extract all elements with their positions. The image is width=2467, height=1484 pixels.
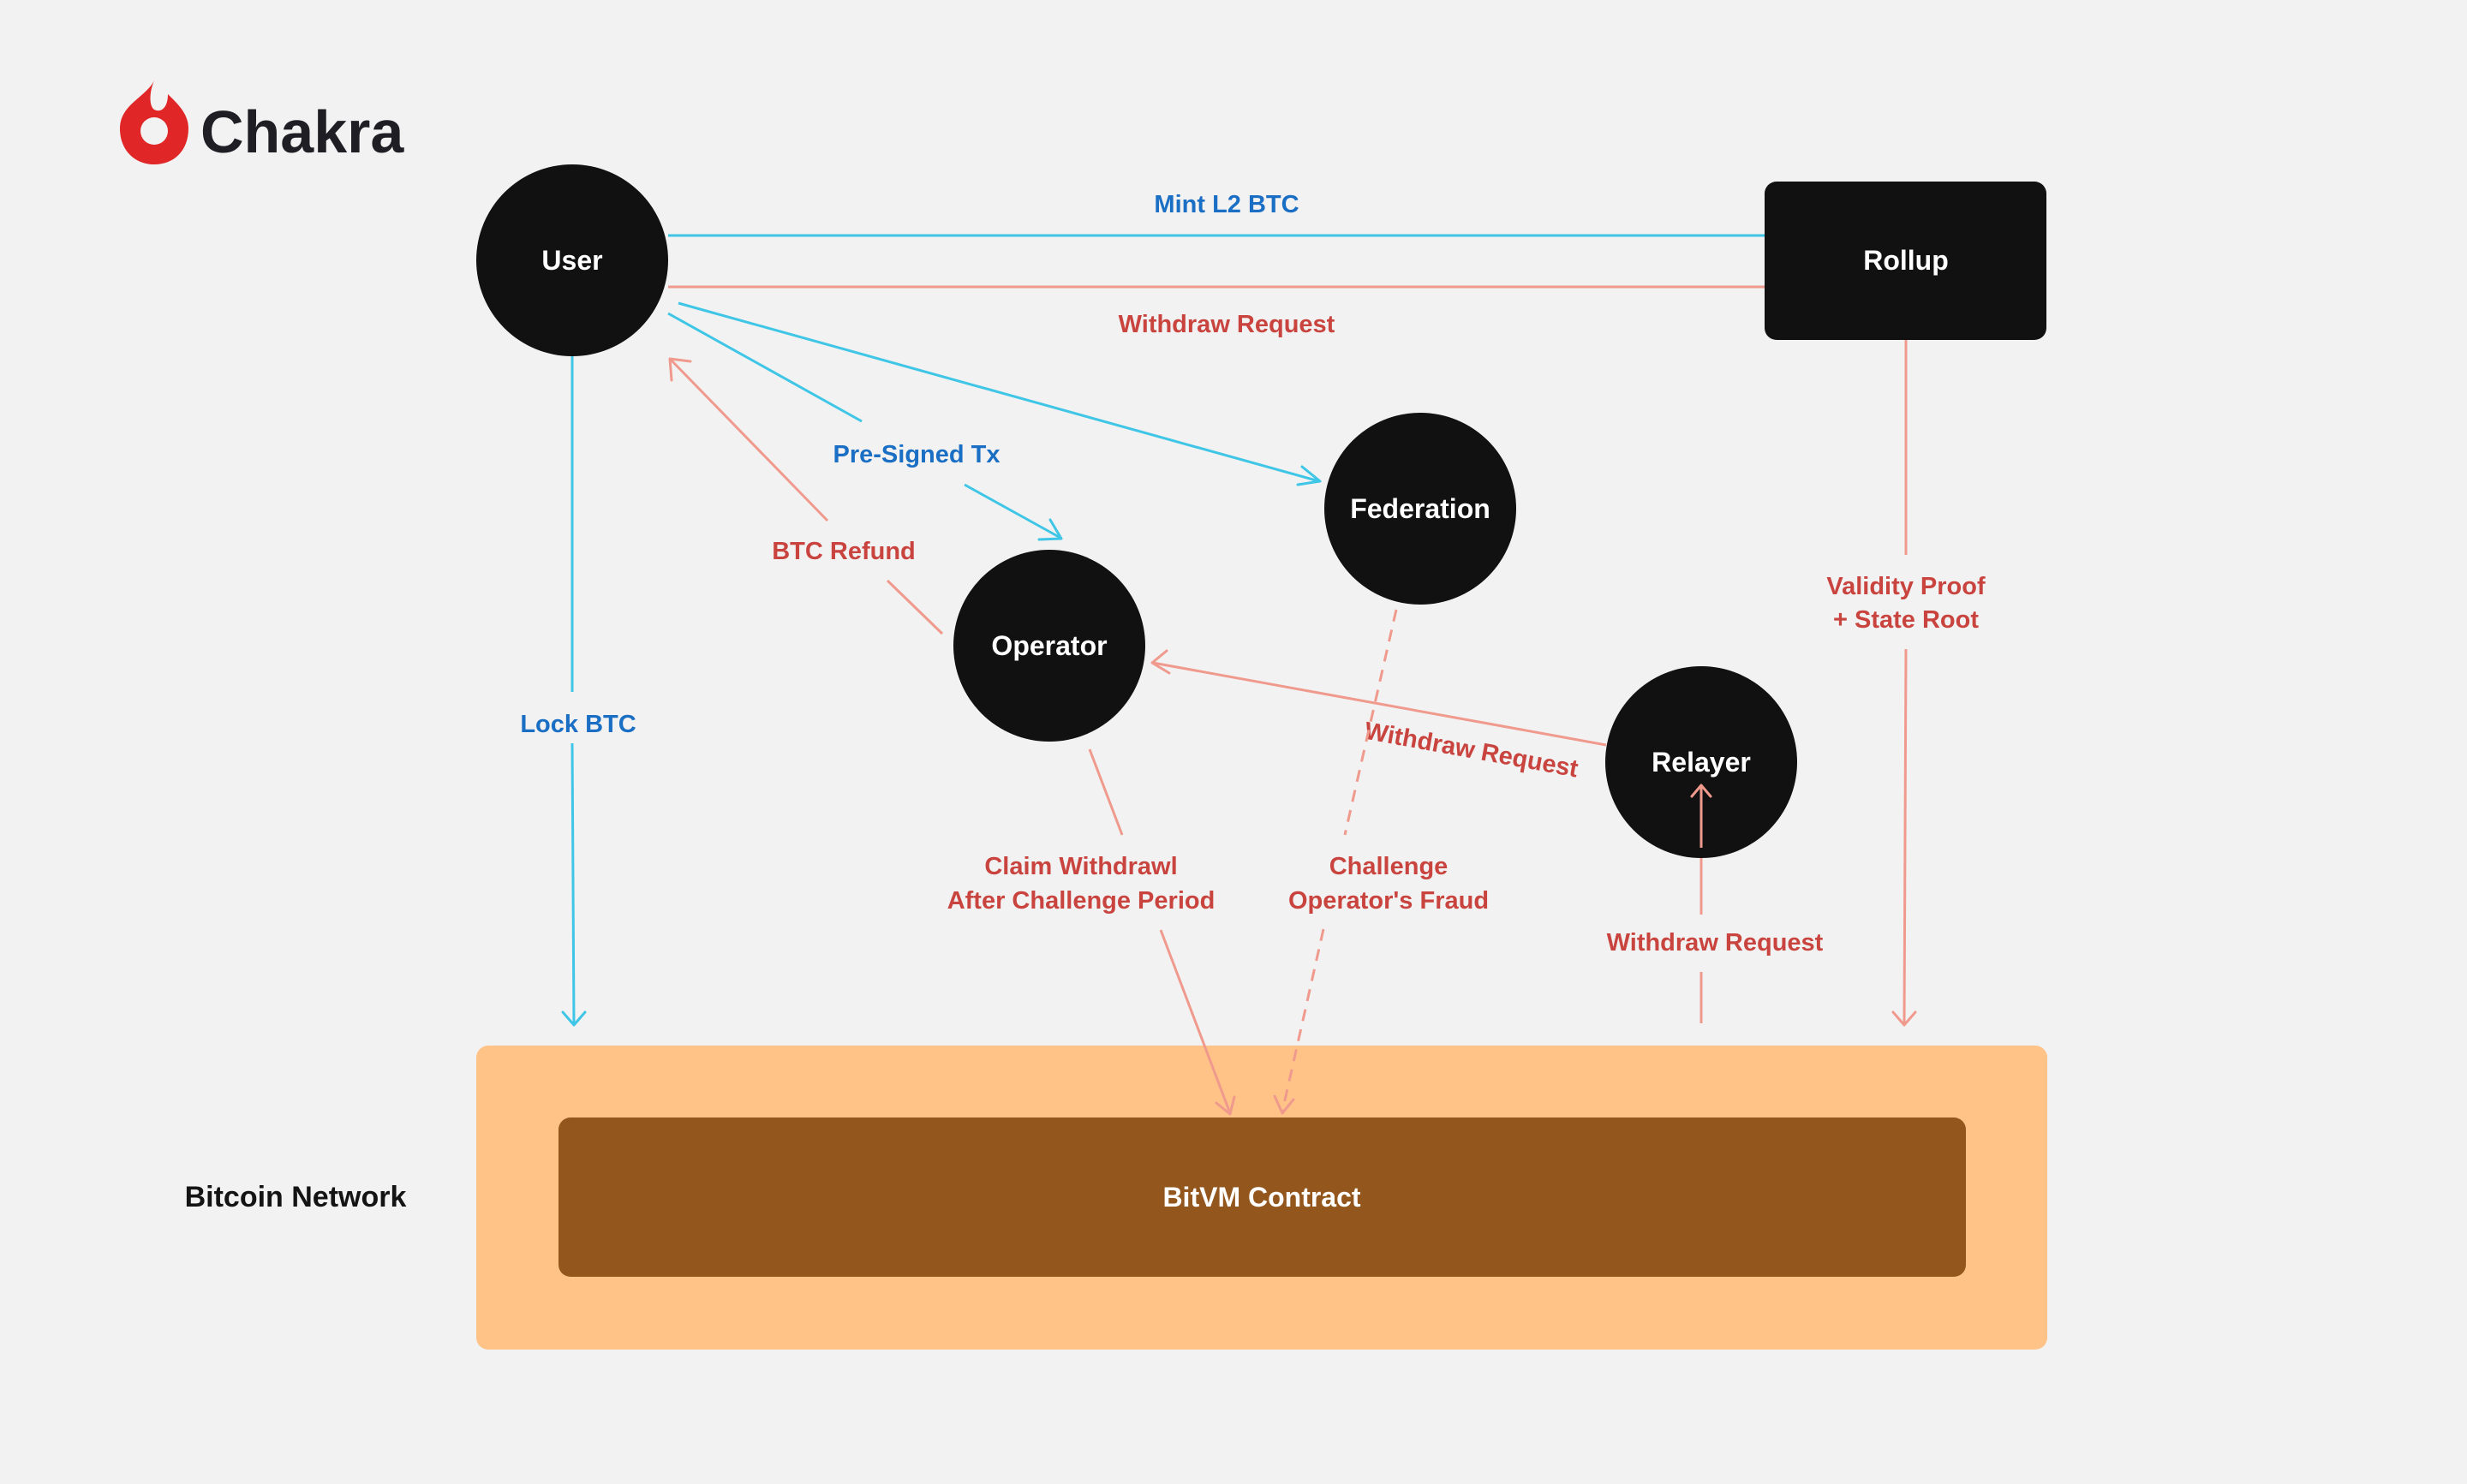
lock-btc-edge-lower <box>570 742 576 1025</box>
relayer-to-operator-edge <box>1152 661 1607 747</box>
rollup-node[interactable]: Rollup <box>1765 182 2046 340</box>
federation-node[interactable]: Federation <box>1324 413 1516 605</box>
challenge-edge-lower <box>1281 928 1325 1112</box>
lock-btc-label: Lock BTC <box>520 711 636 738</box>
btc-refund-edge-lower <box>886 579 944 635</box>
brand-name: Chakra <box>200 98 404 165</box>
claim-withdrawl-arrowhead <box>1215 1095 1236 1116</box>
challenge-label-line1: Challenge <box>1329 853 1449 880</box>
withdraw-request-relayer-label: Withdraw Request <box>1362 718 1580 784</box>
federation-circle <box>1324 413 1516 605</box>
federation-label: Federation <box>1350 493 1490 524</box>
user-label: User <box>541 245 602 276</box>
operator-circle <box>953 550 1145 742</box>
relayer-to-operator-arrowhead <box>1150 649 1171 675</box>
withdraw-request-top-label: Withdraw Request <box>1119 311 1335 338</box>
bitvm-to-relayer-arrowhead-inner <box>1690 784 1712 798</box>
btc-refund-edge-upper <box>669 358 829 522</box>
bitvm-contract-box[interactable] <box>559 1117 1966 1277</box>
claim-withdrawl-edge-lower <box>1159 929 1232 1114</box>
pre-signed-tx-edge-upper <box>667 312 863 423</box>
mint-l2-btc-label: Mint L2 BTC <box>1154 191 1299 218</box>
pre-signed-tx-label: Pre-Signed Tx <box>833 441 1001 468</box>
bitcoin-network-label: Bitcoin Network <box>185 1181 407 1213</box>
user-node[interactable]: User <box>476 164 668 356</box>
challenge-edge-upper <box>1343 609 1398 836</box>
challenge-label-line2: Operator's Fraud <box>1288 887 1489 915</box>
validity-proof-edge-lower <box>1903 648 1908 1025</box>
validity-proof-label-line2: + State Root <box>1833 606 1979 634</box>
lock-btc-arrowhead <box>561 1010 587 1027</box>
pre-signed-tx-arrowhead <box>1037 518 1063 541</box>
relayer-label: Relayer <box>1652 747 1751 778</box>
user-circle <box>476 164 668 356</box>
claim-withdrawl-label-line2: After Challenge Period <box>947 887 1216 915</box>
validity-proof-label-line1: Validity Proof <box>1826 573 1986 600</box>
bitvm-contract-label: BitVM Contract <box>1162 1182 1360 1213</box>
operator-node[interactable]: Operator <box>953 550 1145 742</box>
challenge-arrowhead <box>1273 1094 1295 1115</box>
relayer-circle <box>1605 666 1797 858</box>
operator-label: Operator <box>991 630 1107 661</box>
relayer-node[interactable]: Relayer <box>1605 666 1797 858</box>
rollup-box <box>1765 182 2046 340</box>
user-to-federation-arrowhead <box>1296 465 1322 486</box>
btc-refund-arrowhead <box>668 357 692 382</box>
flame-drop-icon <box>120 80 188 164</box>
pre-signed-tx-edge-lower <box>964 483 1061 539</box>
claim-withdrawl-label-line1: Claim Withdrawl <box>984 853 1177 880</box>
chakra-logo[interactable]: Chakra <box>120 80 404 165</box>
user-to-federation-edge <box>678 301 1320 483</box>
claim-withdrawl-edge-upper <box>1088 748 1124 836</box>
validity-proof-arrowhead <box>1891 1010 1917 1027</box>
rollup-label: Rollup <box>1863 245 1949 276</box>
btc-refund-label: BTC Refund <box>772 538 916 565</box>
withdraw-request-bottom-label: Withdraw Request <box>1607 929 1824 957</box>
